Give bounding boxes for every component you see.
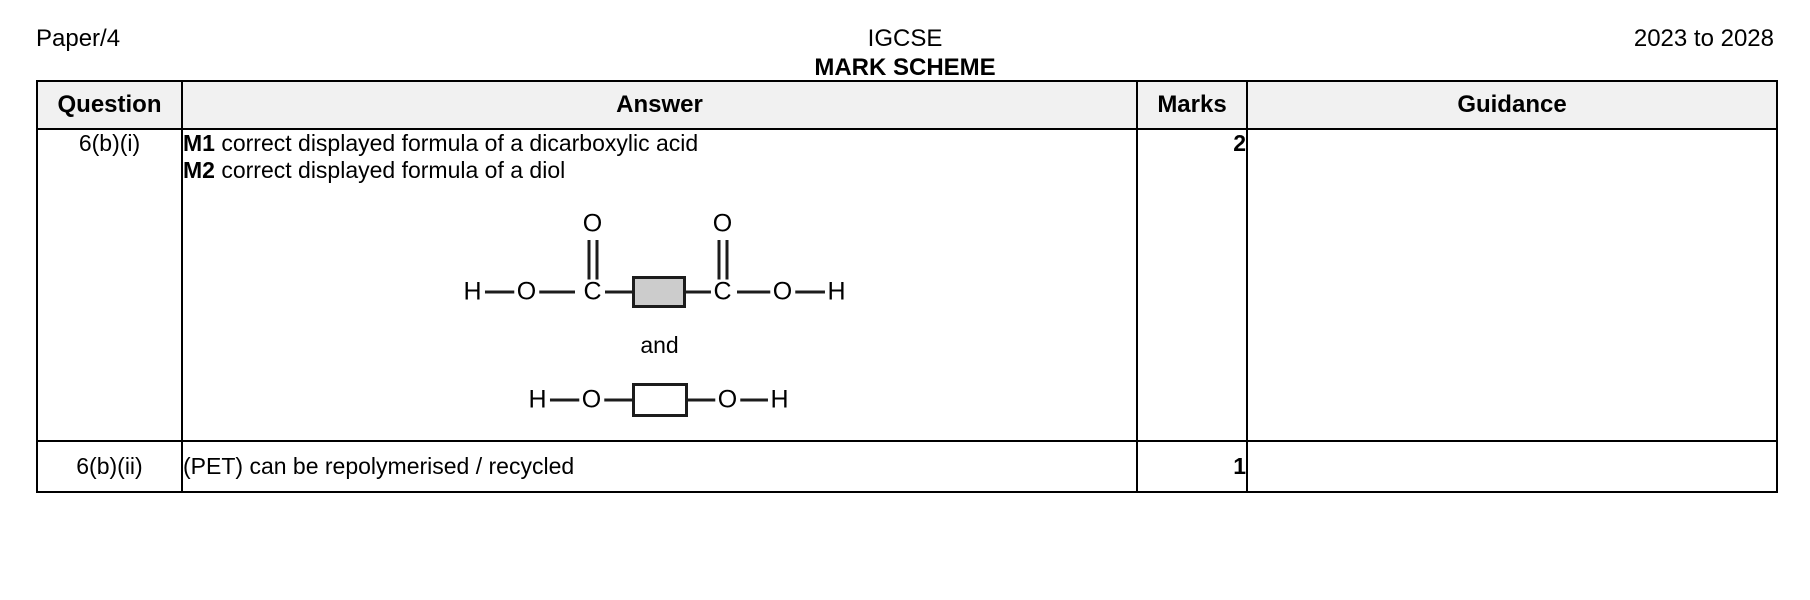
answer-text: (PET) can be repolymerised / recycled xyxy=(183,453,575,479)
marks-value: 2 xyxy=(1136,128,1248,442)
answer-cell: (PET) can be repolymerised / recycled xyxy=(181,440,1138,493)
chemical-structures: O O xyxy=(183,210,1136,422)
bond-unit-o-right-diol xyxy=(681,398,720,402)
atom-carbon-right: C xyxy=(710,279,735,305)
answer-text-m2: correct displayed formula of a diol xyxy=(214,157,566,183)
answer-point-m1: M1 correct displayed formula of a dicarb… xyxy=(183,130,1136,157)
answer-text-m1: correct displayed formula of a dicarboxy… xyxy=(214,130,699,156)
double-bond-left xyxy=(587,240,598,282)
header-qualification: IGCSE xyxy=(867,25,943,52)
repeat-unit-box-diol xyxy=(631,383,688,417)
bond-unit-c-right xyxy=(672,290,711,294)
bond-h-o-left-diol xyxy=(547,398,584,402)
atom-oxygen-left: O xyxy=(513,279,540,305)
bond-c-o-right xyxy=(736,290,775,294)
marks-value: 1 xyxy=(1136,440,1248,493)
bond-o-unit-left-diol xyxy=(599,398,638,402)
bond-h-o-left xyxy=(482,290,519,294)
structure-diol: H O O H xyxy=(525,378,792,422)
bond-o-h-right-diol xyxy=(733,398,770,402)
guidance-cell xyxy=(1246,440,1778,493)
atom-hydrogen-right-diol: H xyxy=(767,387,792,413)
structure-dicarboxylic-acid: O O xyxy=(460,210,855,310)
mark-scheme-table: Question Answer Marks Guidance 6(b)(i) M… xyxy=(36,80,1778,493)
atom-hydrogen-right: H xyxy=(824,279,849,305)
bond-o-c-left xyxy=(534,290,575,294)
mark-code-m1: M1 xyxy=(183,130,215,156)
guidance-cell xyxy=(1246,128,1778,442)
atom-oxygen-right-diol: O xyxy=(714,387,741,413)
table-header-row: Question Answer Marks Guidance xyxy=(36,80,1778,130)
column-header-question: Question xyxy=(36,80,183,130)
question-number: 6(b)(i) xyxy=(36,128,183,442)
structures-connector-word: and xyxy=(640,332,679,358)
bond-o-h-right xyxy=(790,290,827,294)
atom-oxygen-left-diol: O xyxy=(578,387,605,413)
atom-carbon-left: C xyxy=(580,279,605,305)
header-document-type: MARK SCHEME xyxy=(814,54,996,81)
mark-code-m2: M2 xyxy=(183,157,215,183)
header-paper-label: Paper/4 xyxy=(36,25,121,52)
repeat-unit-box-acid xyxy=(631,276,686,308)
column-header-guidance: Guidance xyxy=(1246,80,1778,130)
atom-hydrogen-left: H xyxy=(460,279,485,305)
atom-oxygen-carbonyl-left: O xyxy=(579,211,606,237)
answer-point-m2: M2 correct displayed formula of a diol xyxy=(183,157,1136,184)
header-syllabus-years: 2023 to 2028 xyxy=(1633,25,1774,52)
bond-c-unit-left xyxy=(604,290,645,294)
atom-oxygen-carbonyl-right: O xyxy=(709,211,736,237)
column-header-answer: Answer xyxy=(181,80,1138,130)
header-center-block: IGCSE MARK SCHEME xyxy=(0,24,1810,82)
answer-cell: M1 correct displayed formula of a dicarb… xyxy=(181,128,1138,442)
atom-oxygen-right: O xyxy=(769,279,796,305)
table-row: 6(b)(i) M1 correct displayed formula of … xyxy=(36,128,1778,442)
atom-hydrogen-left-diol: H xyxy=(525,387,550,413)
document-header: Paper/4 IGCSE MARK SCHEME 2023 to 2028 xyxy=(0,0,1810,82)
table-row: 6(b)(ii) (PET) can be repolymerised / re… xyxy=(36,440,1778,493)
column-header-marks: Marks xyxy=(1136,80,1248,130)
double-bond-right xyxy=(717,240,728,282)
question-number: 6(b)(ii) xyxy=(36,440,183,493)
